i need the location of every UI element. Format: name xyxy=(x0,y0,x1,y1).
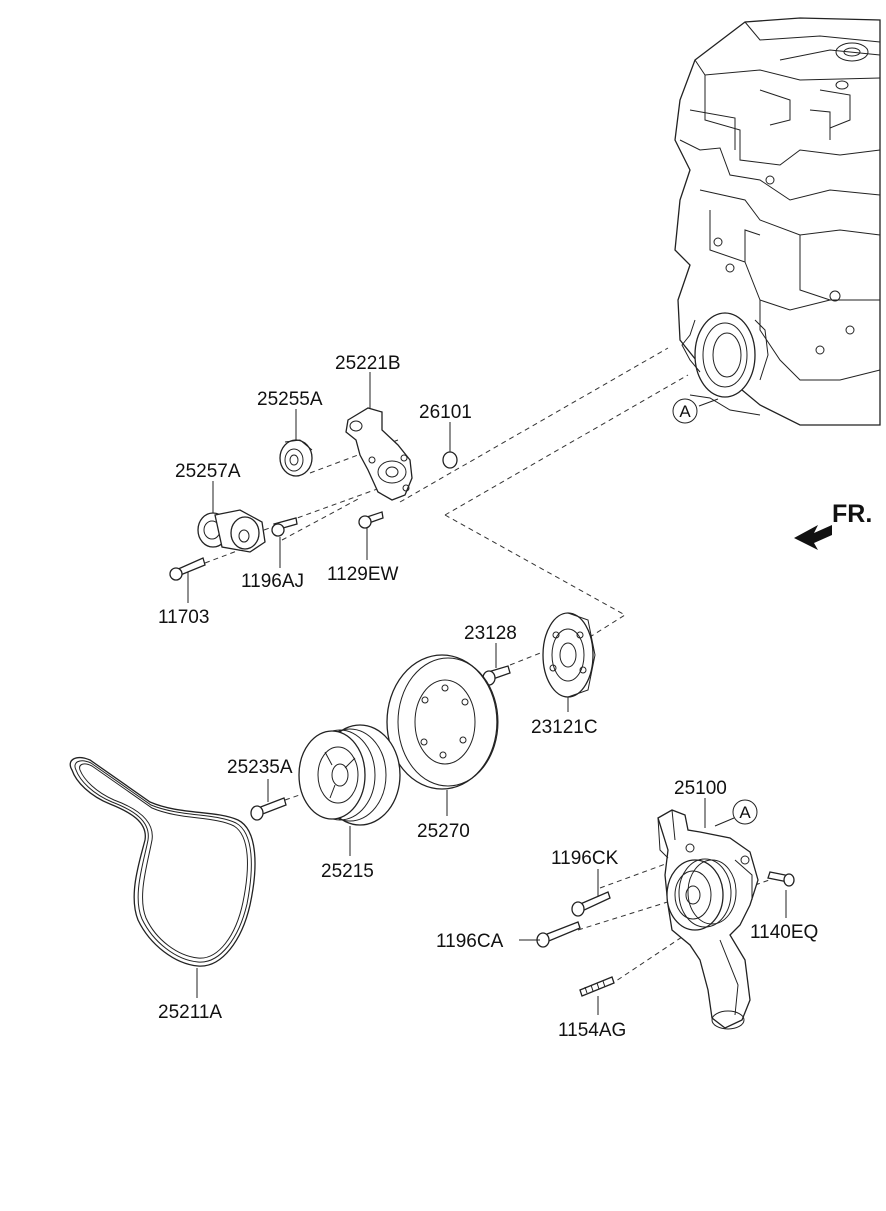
front-arrow-icon xyxy=(794,525,832,550)
part-label-1129EW: 1129EW xyxy=(327,564,399,585)
bolt-1140EQ-illustration xyxy=(767,871,795,887)
flywheel-plate-illustration xyxy=(386,654,499,790)
part-label-1196CK: 1196CK xyxy=(551,848,619,869)
part-label-25270: 25270 xyxy=(417,821,470,842)
bolt-1129EW-illustration xyxy=(358,511,384,529)
front-direction-label: FR. xyxy=(832,500,872,528)
part-label-25235A: 25235A xyxy=(227,757,293,778)
stud-1154AG-illustration xyxy=(579,976,615,997)
engine-block-illustration xyxy=(674,17,881,426)
reference-mark-water-pump: A xyxy=(714,799,758,827)
reference-mark-engine-letter: A xyxy=(679,402,691,421)
part-label-11703: 11703 xyxy=(158,607,209,628)
part-label-25257A: 25257A xyxy=(175,461,241,482)
bolt-25235A-illustration xyxy=(250,797,287,821)
bolt-1196CA-illustration xyxy=(536,921,581,948)
part-label-1154AG: 1154AG xyxy=(558,1020,626,1041)
part-label-25211A: 25211A xyxy=(158,1002,222,1023)
part-label-1196CA: 1196CA xyxy=(436,931,504,952)
reference-mark-engine: A xyxy=(672,398,719,424)
crank-hub-illustration xyxy=(542,612,596,698)
gasket-ring-illustration xyxy=(442,451,458,469)
reference-mark-water-pump-letter: A xyxy=(739,803,751,822)
part-label-25100: 25100 xyxy=(674,778,727,799)
leader-lines xyxy=(187,372,787,1015)
part-label-25215: 25215 xyxy=(321,861,374,882)
part-label-1196AJ: 1196AJ xyxy=(241,571,304,592)
tensioner-bracket-illustration xyxy=(345,407,413,501)
part-labels: 25221B 25255A 26101 25257A 1196AJ 1129EW… xyxy=(158,353,818,1041)
bolt-1196CK-illustration xyxy=(571,891,611,917)
part-label-26101: 26101 xyxy=(419,402,472,423)
part-label-1140EQ: 1140EQ xyxy=(750,922,818,943)
front-direction-indicator: FR. xyxy=(794,500,872,550)
crank-pulley-illustration xyxy=(298,724,401,826)
auto-tensioner-illustration xyxy=(197,509,266,553)
idler-pulley-illustration xyxy=(279,439,313,477)
bolt-1196AJ-illustration xyxy=(271,517,298,537)
water-pump-illustration xyxy=(657,809,759,1030)
part-label-25255A: 25255A xyxy=(257,389,323,410)
part-label-23128: 23128 xyxy=(464,623,517,644)
drive-belt-illustration xyxy=(69,756,256,967)
part-label-23121C: 23121C xyxy=(531,717,598,738)
bolt-11703-illustration xyxy=(169,557,206,581)
part-label-25221B: 25221B xyxy=(335,353,401,374)
